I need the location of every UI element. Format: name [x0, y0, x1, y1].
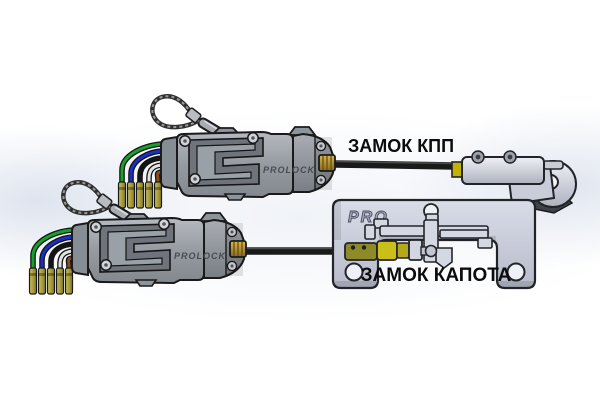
hood-lock-cylinder [344, 239, 438, 261]
hood-lock-label: ЗАМОК КАПОТА [361, 265, 512, 286]
gearbox-control-cable [331, 160, 458, 170]
lock-cylinder-body [461, 156, 545, 185]
gearbox-lock-assembly: ЗАМОК КПП [119, 96, 577, 214]
hood-lock-assembly: PRO [30, 182, 537, 294]
lock-nut [408, 239, 423, 261]
gearbox-lock-cylinder [451, 150, 577, 214]
hood-lock-bracket: PRO [331, 198, 537, 290]
gearbox-lock-actuator [119, 96, 336, 208]
gearbox-lock-label: ЗАМОК КПП [348, 136, 454, 156]
lock-cylinder-screws [471, 150, 517, 164]
lock-barrel-yellow [376, 240, 398, 261]
bracket-right-bolt-hole [506, 262, 526, 282]
lock-barrel-olive [344, 242, 378, 261]
lock-pin [542, 160, 564, 170]
bracket-left-bolt-hole [344, 262, 364, 282]
lock-plunger-tip [424, 244, 438, 258]
